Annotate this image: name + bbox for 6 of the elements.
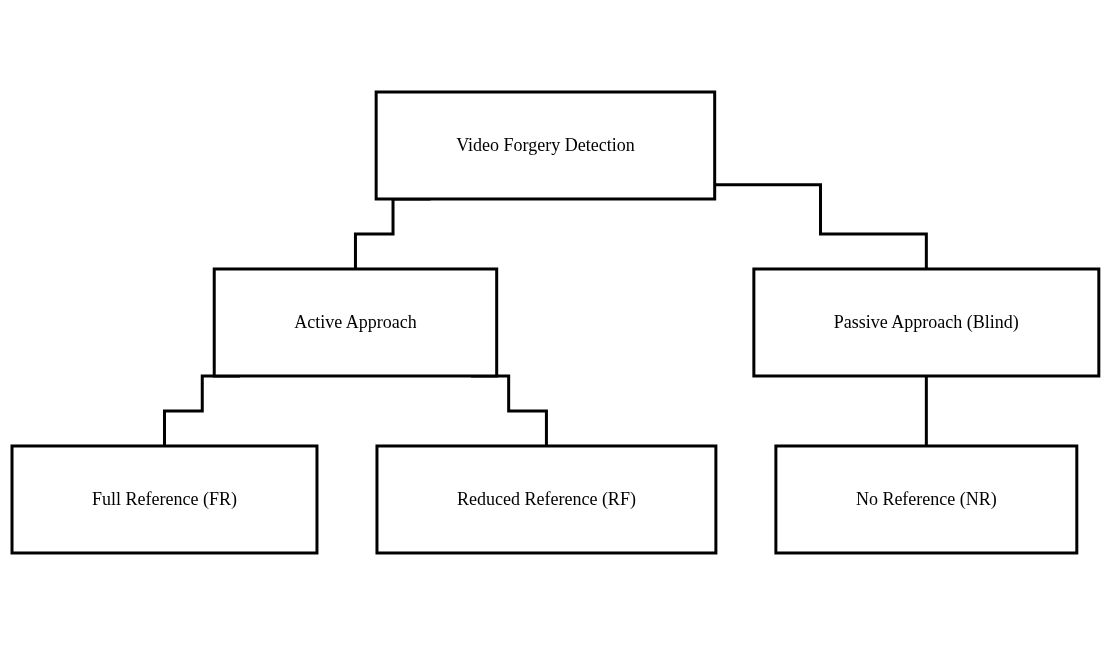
node-box: Reduced Reference (RF) — [375, 444, 718, 555]
node-box: No Reference (NR) — [774, 444, 1079, 555]
node-box: Video Forgery Detection — [374, 90, 717, 201]
node-box: Active Approach — [212, 267, 499, 378]
node-box: Passive Approach (Blind) — [752, 267, 1101, 378]
node-box: Full Reference (FR) — [10, 444, 319, 555]
